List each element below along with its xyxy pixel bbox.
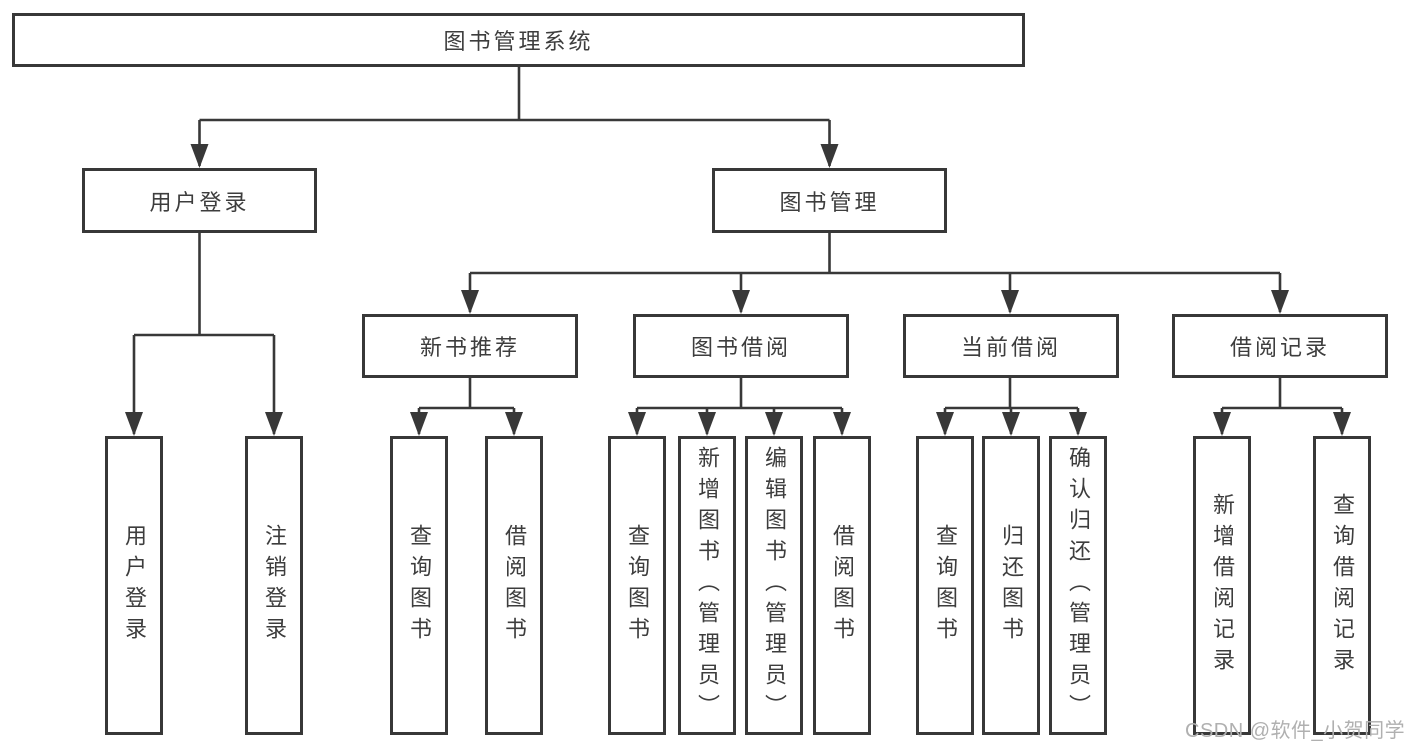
leaf-add-borrow-record: 新增借阅记录 <box>1193 436 1251 735</box>
leaf-return-books: 归还图书 <box>982 436 1040 735</box>
node-book-management: 图书管理 <box>712 168 947 233</box>
leaf-user-login: 用户登录 <box>105 436 163 735</box>
leaf-query-books-borrowing: 查询图书 <box>608 436 666 735</box>
csdn-watermark: CSDN @软件_小贺同学 <box>1185 720 1405 742</box>
leaf-query-borrow-record: 查询借阅记录 <box>1313 436 1371 735</box>
leaf-add-books-admin: 新增图书（管理员） <box>678 436 736 735</box>
leaf-query-books-current: 查询图书 <box>916 436 974 735</box>
leaf-edit-books-admin: 编辑图书（管理员） <box>745 436 803 735</box>
leaf-borrow-books-recommend: 借阅图书 <box>485 436 543 735</box>
node-user-login: 用户登录 <box>82 168 317 233</box>
node-library-management-system: 图书管理系统 <box>12 13 1025 67</box>
leaf-logout: 注销登录 <box>245 436 303 735</box>
node-borrowing-records: 借阅记录 <box>1172 314 1388 378</box>
node-book-borrowing: 图书借阅 <box>633 314 849 378</box>
node-new-book-recommend: 新书推荐 <box>362 314 578 378</box>
leaf-query-books-recommend: 查询图书 <box>390 436 448 735</box>
node-current-borrowing: 当前借阅 <box>903 314 1119 378</box>
leaf-borrow-books: 借阅图书 <box>813 436 871 735</box>
leaf-confirm-return-admin: 确认归还（管理员） <box>1049 436 1107 735</box>
